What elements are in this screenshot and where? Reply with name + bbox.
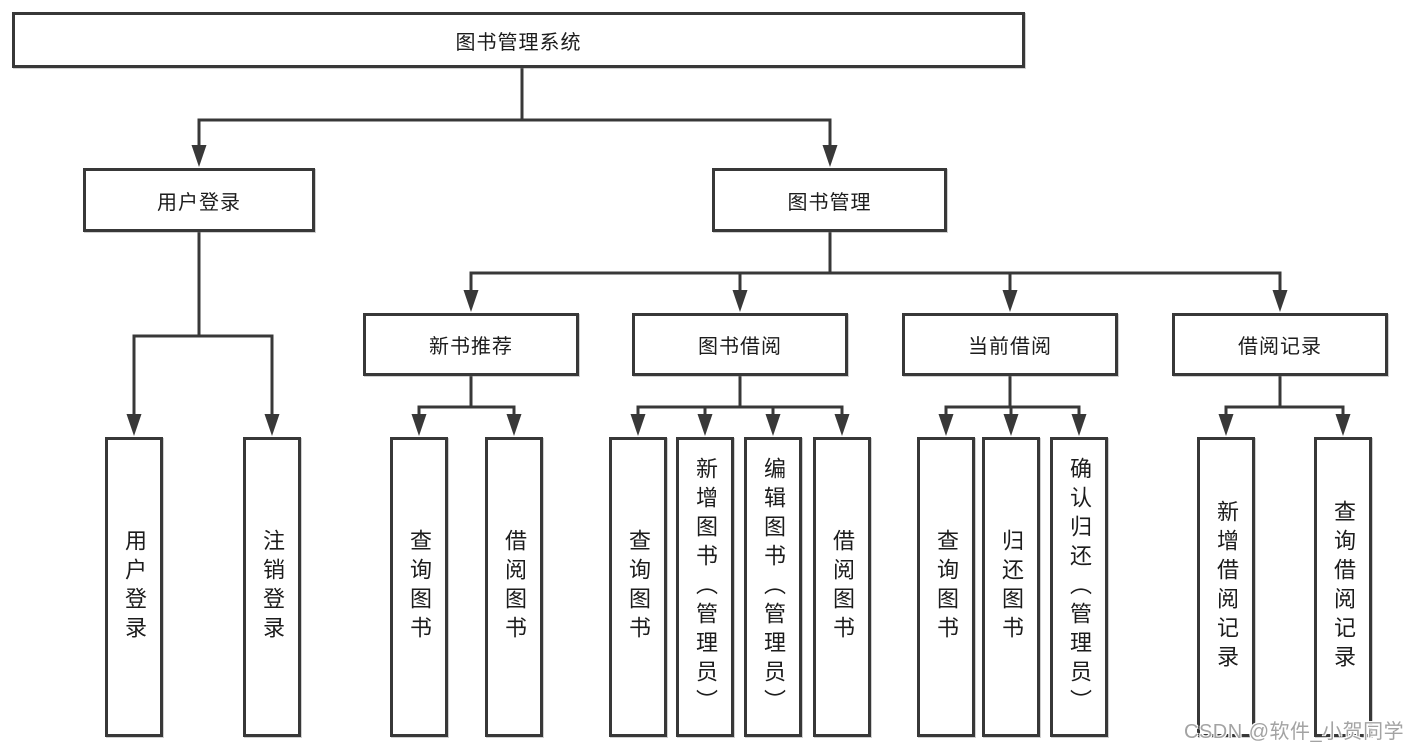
arrow-down-icon [834,414,850,436]
arrow-down-icon [264,414,280,436]
arrowheads [126,145,1351,436]
leaf-query-books-recommend: 查询图书 [390,437,448,737]
arrow-down-icon [1335,414,1351,436]
arrow-down-icon [765,414,781,436]
node-book-borrow: 图书借阅 [632,313,848,376]
leaf-query-borrow-record: 查询借阅记录 [1314,437,1372,737]
leaf-query-books-borrow: 查询图书 [609,437,667,737]
node-book-management: 图书管理 [712,168,947,232]
leaf-logout: 注销登录 [243,437,301,737]
arrow-down-icon [1272,290,1288,312]
arrow-down-icon [411,414,427,436]
leaf-borrow-books-borrow: 借阅图书 [813,437,871,737]
arrow-down-icon [463,290,479,312]
connector-user-login [132,232,274,416]
node-book-borrow-label: 图书借阅 [698,336,782,358]
leaf-edit-book-admin: 编辑图书（管理员） [744,437,802,737]
node-root-label: 图书管理系统 [455,31,582,54]
arrow-down-icon [938,414,954,436]
arrow-down-icon [630,414,646,436]
arrow-down-icon [191,145,207,167]
connector-book-management [469,232,1282,292]
node-borrow-records-label: 借阅记录 [1238,336,1322,358]
watermark: CSDN @软件_小贺同学 [1184,721,1405,743]
leaf-add-book-admin: 新增图书（管理员） [676,437,734,737]
arrow-down-icon [697,414,713,436]
arrow-down-icon [1071,414,1087,436]
arrow-down-icon [1218,414,1234,436]
connector-current-borrow [944,376,1081,416]
node-root: 图书管理系统 [12,12,1025,68]
leaf-confirm-return-admin: 确认归还（管理员） [1050,437,1108,737]
node-new-book-recommend: 新书推荐 [363,313,579,376]
node-user-login: 用户登录 [83,168,315,232]
arrow-down-icon [732,290,748,312]
node-current-borrow-label: 当前借阅 [968,336,1052,358]
node-new-book-recommend-label: 新书推荐 [429,336,513,358]
arrow-down-icon [822,145,838,167]
leaf-add-borrow-record: 新增借阅记录 [1197,437,1255,737]
leaf-borrow-books-recommend: 借阅图书 [485,437,543,737]
node-book-management-label: 图书管理 [787,191,872,214]
leaf-return-books: 归还图书 [982,437,1040,737]
arrow-down-icon [1003,414,1019,436]
leaf-user-login: 用户登录 [105,437,163,737]
connector-new-book-recommend [417,376,516,416]
node-borrow-records: 借阅记录 [1172,313,1388,376]
leaf-query-books-current: 查询图书 [917,437,975,737]
node-user-login-label: 用户登录 [157,191,241,214]
arrow-down-icon [126,414,142,436]
connector-book-borrow [636,376,844,416]
arrow-down-icon [1002,290,1018,312]
arrow-down-icon [506,414,522,436]
node-current-borrow: 当前借阅 [902,313,1118,376]
connector-root [197,68,832,147]
connector-borrow-records [1224,376,1345,416]
